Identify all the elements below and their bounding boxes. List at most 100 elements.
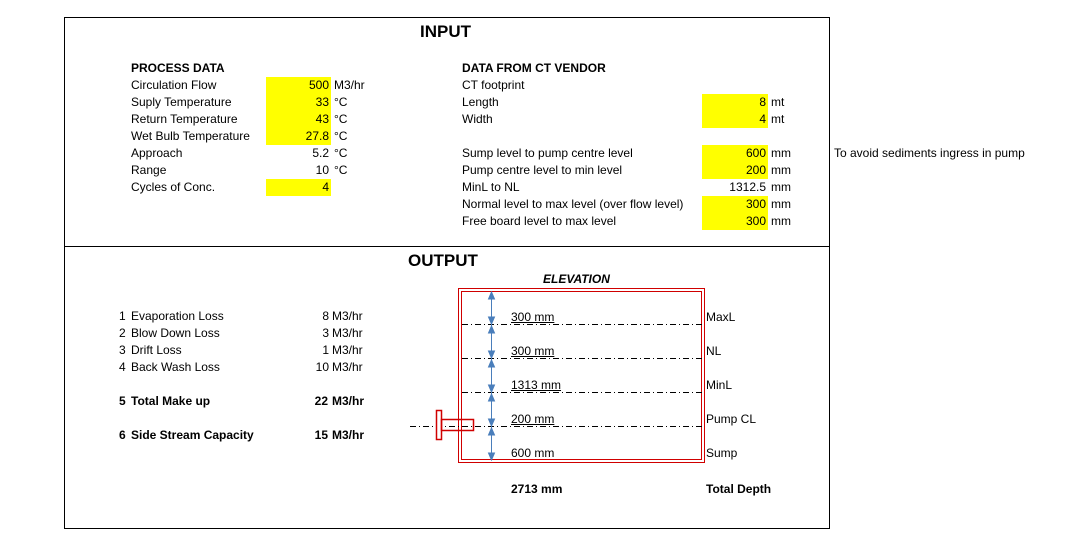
section-divider [64, 246, 830, 247]
vendor-value[interactable]: 300 [745, 197, 766, 211]
process-label: Circulation Flow [131, 78, 217, 92]
process-value[interactable]: 43 [315, 112, 329, 126]
cell-pump-min-bg [702, 162, 768, 179]
vendor-value[interactable]: 200 [745, 163, 766, 177]
arrow-up-icon [487, 392, 496, 402]
process-value: 10 [315, 163, 329, 177]
process-label: Wet Bulb Temperature [131, 129, 250, 143]
vendor-value[interactable]: 4 [759, 112, 766, 126]
vendor-label: Width [462, 112, 493, 126]
cell-width-bg [702, 111, 768, 128]
side-stream-label: Side Stream Capacity [131, 428, 254, 442]
process-data-header: PROCESS DATA [131, 61, 225, 75]
process-label: Cycles of Conc. [131, 180, 216, 194]
elevation-title: ELEVATION [543, 272, 610, 286]
arrow-down-icon [487, 350, 496, 360]
vendor-label: Free board level to max level [462, 214, 617, 228]
vendor-unit: mt [771, 112, 785, 126]
arrow-up-icon [487, 358, 496, 368]
level-label: Sump [706, 446, 738, 460]
dim-label: 600 mm [511, 446, 555, 460]
output-unit: M3/hr [332, 326, 363, 340]
dim-label: 300 mm [511, 344, 555, 358]
vendor-unit: mm [771, 146, 791, 160]
tank-outer-wall [458, 288, 705, 463]
dim-label: 200 mm [511, 412, 555, 426]
process-unit: °C [334, 146, 348, 160]
arrow-down-icon [487, 418, 496, 428]
total-depth-value: 2713 mm [511, 482, 563, 496]
arrow-down-icon [487, 452, 496, 462]
vendor-value: 1312.5 [729, 180, 766, 194]
vendor-value[interactable]: 300 [745, 214, 766, 228]
cell-length-bg [702, 94, 768, 111]
vendor-label: MinL to NL [462, 180, 520, 194]
process-value[interactable]: 33 [315, 95, 329, 109]
vendor-unit: mt [771, 95, 785, 109]
sediment-note: To avoid sediments ingress in pump [834, 146, 1025, 160]
process-unit: °C [334, 163, 348, 177]
pump-nozzle-icon [440, 418, 475, 432]
output-label: Evaporation Loss [131, 309, 224, 323]
vendor-unit: mm [771, 214, 791, 228]
cell-normal-max-bg [702, 196, 768, 213]
process-value[interactable]: 27.8 [305, 129, 329, 143]
cell-sump-pump-bg [702, 145, 768, 162]
arrow-up-icon [487, 426, 496, 436]
output-title: OUTPUT [408, 251, 478, 270]
cell-circulation-flow-bg [266, 77, 331, 94]
vendor-data-header: DATA FROM CT VENDOR [462, 61, 606, 75]
output-unit: M3/hr [332, 343, 363, 357]
level-label: MaxL [706, 310, 736, 324]
output-row-number: 2 [119, 326, 126, 340]
vendor-value[interactable]: 600 [745, 146, 766, 160]
vendor-unit: mm [771, 197, 791, 211]
process-value[interactable]: 500 [308, 78, 329, 92]
vendor-label: Normal level to max level (over flow lev… [462, 197, 684, 211]
output-row-number: 5 [119, 394, 126, 408]
process-label: Suply Temperature [131, 95, 232, 109]
level-label: Pump CL [706, 412, 757, 426]
process-value: 5.2 [312, 146, 329, 160]
output-value: 10 [315, 360, 329, 374]
level-label: NL [706, 344, 722, 358]
process-label: Return Temperature [131, 112, 238, 126]
arrow-up-icon [487, 324, 496, 334]
input-title: INPUT [420, 22, 471, 41]
vendor-unit: mm [771, 163, 791, 177]
process-unit: M3/hr [334, 78, 365, 92]
vendor-label: Length [462, 95, 499, 109]
process-unit: °C [334, 129, 348, 143]
output-label: Blow Down Loss [131, 326, 220, 340]
output-row-number: 4 [119, 360, 126, 374]
process-unit: °C [334, 95, 348, 109]
total-makeup-value: 22 [314, 394, 328, 408]
cell-cycles-bg [266, 179, 331, 196]
process-value[interactable]: 4 [322, 180, 329, 194]
level-label: MinL [706, 378, 733, 392]
vendor-value[interactable]: 8 [759, 95, 766, 109]
arrow-down-icon [487, 384, 496, 394]
cell-supply-temp-bg [266, 94, 331, 111]
arrow-down-icon [487, 316, 496, 326]
output-unit: M3/hr [332, 428, 365, 442]
output-value: 3 [322, 326, 329, 340]
total-depth-label: Total Depth [706, 482, 772, 496]
cell-wet-bulb-bg [266, 128, 331, 145]
process-unit: °C [334, 112, 348, 126]
cell-freeboard-bg [702, 213, 768, 230]
output-row-number: 1 [119, 309, 126, 323]
side-stream-value: 15 [314, 428, 328, 442]
vendor-label: Pump centre level to min level [462, 163, 623, 177]
process-label: Range [131, 163, 167, 177]
dim-label: 1313 mm [511, 378, 562, 392]
output-label: Back Wash Loss [131, 360, 220, 374]
output-unit: M3/hr [332, 360, 363, 374]
output-value: 8 [322, 309, 329, 323]
tank-inner-wall [461, 291, 702, 460]
output-label: Drift Loss [131, 343, 182, 357]
process-label: Approach [131, 146, 183, 160]
ct-footprint-label: CT footprint [462, 78, 525, 92]
sheet-frame [64, 17, 830, 529]
